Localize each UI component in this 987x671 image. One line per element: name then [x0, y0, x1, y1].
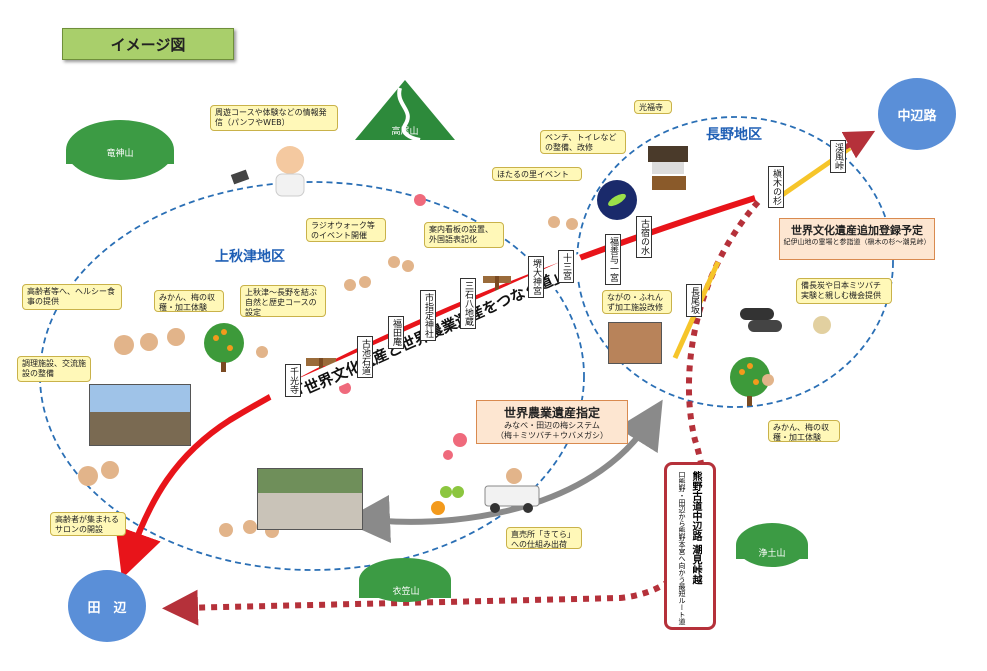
- nagano-shop-callout: ながの・ふれんず加工施設改修: [602, 290, 672, 314]
- harvest-left-callout: みかん、梅の収穫・加工体験: [154, 290, 224, 312]
- bees-callout: 備長炭や日本ミツバチ実験と親しむ機会提供: [796, 278, 892, 304]
- charcoal-icon: [740, 308, 782, 332]
- signpost-daijingu: 堺大神宮: [528, 256, 544, 298]
- salon-callout: 高齢者が集まれるサロンの開設: [50, 512, 126, 536]
- kamiakizu-dashed-boundary: [39, 181, 585, 571]
- fas-line1: みなべ・田辺の梅システム: [504, 421, 600, 430]
- bench-callout: ベンチ、トイレなどの整備、改修: [540, 130, 626, 154]
- dotted-brown-route: [162, 200, 761, 626]
- signpost-makiki: 槇木の杉: [768, 166, 784, 208]
- plums-icon: [431, 486, 464, 515]
- agricultural-heritage-box: 世界農業遺産指定 みなべ・田辺の梅システム （梅＋ミツバチ＋ウバメガシ）: [476, 400, 628, 444]
- orange-tree-illustration-left: [204, 323, 244, 372]
- signpost-jizo: 三石八地蔵: [460, 278, 476, 329]
- facility-photo: [89, 384, 191, 446]
- radio-walk-callout: ラジオウォーク等のイベント開催: [306, 218, 386, 242]
- smartphone-woman-illustration: [230, 146, 305, 197]
- kumano-subtitle: 口熊野・田辺から熊野本宮へ向かう最短ルート道: [678, 471, 686, 625]
- signs-callout: 案内看板の設置、外国語表記化: [424, 222, 504, 248]
- nomination-title: 世界文化遺産追加登録予定: [791, 224, 923, 237]
- jodo-mountain-label: 浄土山: [758, 549, 786, 559]
- fas-title: 世界農業遺産指定: [503, 406, 600, 420]
- signpost-keifu: 渓風峠: [830, 140, 846, 173]
- signpost-fukuda: 福田庵: [388, 316, 404, 349]
- world-heritage-nomination-box: 世界文化遺産追加登録予定 紀伊山地の霊場と参詣道（槇木の杉～潮見峠）: [779, 218, 935, 260]
- direct-shop-callout: 直売所「きてら」への仕組み出荷: [506, 527, 582, 549]
- elderly-meal-callout: 高齢者等へ、ヘルシー食事の提供: [22, 284, 122, 310]
- workshop-photo: [608, 322, 662, 364]
- kofukuji-callout: 光福寺: [634, 100, 672, 114]
- ryujin-mountain-icon: [66, 120, 174, 180]
- signpost-koike: 古池石道: [357, 336, 373, 378]
- gray-arrow-left-head: [342, 495, 391, 543]
- orange-tree-illustration-right: [730, 357, 770, 406]
- course-callout: 上秋津～長野を結ぶ自然と歴史コースの設定: [240, 285, 326, 317]
- plum-blossom-icon: [339, 194, 467, 460]
- nagano-district-label: 長野地区: [706, 127, 762, 143]
- signpost-furuyado: 古宿の水: [636, 216, 652, 258]
- nakahechi-place: 中辺路: [878, 78, 956, 150]
- kinugasa-mountain-label: 衣笠山: [392, 587, 420, 597]
- harvest-right-callout: みかん、梅の収穫・加工体験: [768, 420, 840, 442]
- ryujin-mountain-label: 竜神山: [106, 149, 134, 159]
- signpost-senkoji: 千光寺: [285, 364, 301, 397]
- jodo-mountain-icon: [736, 523, 808, 567]
- signpost-jusan: 十三宮: [558, 250, 574, 283]
- signpost-nagaozaka: 長尾坂: [686, 284, 702, 317]
- nomination-subtitle: 紀伊山地の霊場と参詣道（槇木の杉～潮見峠）: [783, 238, 931, 246]
- tanabe-place: 田 辺: [68, 570, 146, 642]
- signpost-shrine: 市指定神社: [420, 290, 436, 341]
- temple-illustration: [648, 146, 688, 190]
- kumano-title: 熊野古道中辺路 潮見峠越: [690, 471, 701, 585]
- kamiakizu-district-label: 上秋津地区: [215, 249, 285, 265]
- kumano-kodo-box: 熊野古道中辺路 潮見峠越 口熊野・田辺から熊野本宮へ向かう最短ルート道: [664, 462, 716, 630]
- people-illustrations: [78, 216, 831, 538]
- takao-mountain-label: 高尾山: [391, 127, 419, 137]
- page-title: イメージ図: [62, 28, 234, 60]
- takao-mountain-icon: [355, 80, 455, 142]
- cooking-facility-callout: 調理施設、交流施設の整備: [17, 356, 91, 382]
- kinugasa-mountain-icon: [359, 558, 451, 602]
- signpost-yoichi: 福善与一宮: [605, 234, 621, 285]
- firefly-callout: ほたるの里イベント: [492, 167, 582, 181]
- delivery-truck-icon: [484, 485, 540, 513]
- firefly-icon: [597, 180, 637, 220]
- direct-shop-photo: [257, 468, 363, 530]
- fas-line2: （梅＋ミツバチ＋ウバメガシ）: [496, 431, 608, 440]
- promo-callout: 周遊コースや体験などの情報発信（パンフやWEB）: [210, 105, 338, 131]
